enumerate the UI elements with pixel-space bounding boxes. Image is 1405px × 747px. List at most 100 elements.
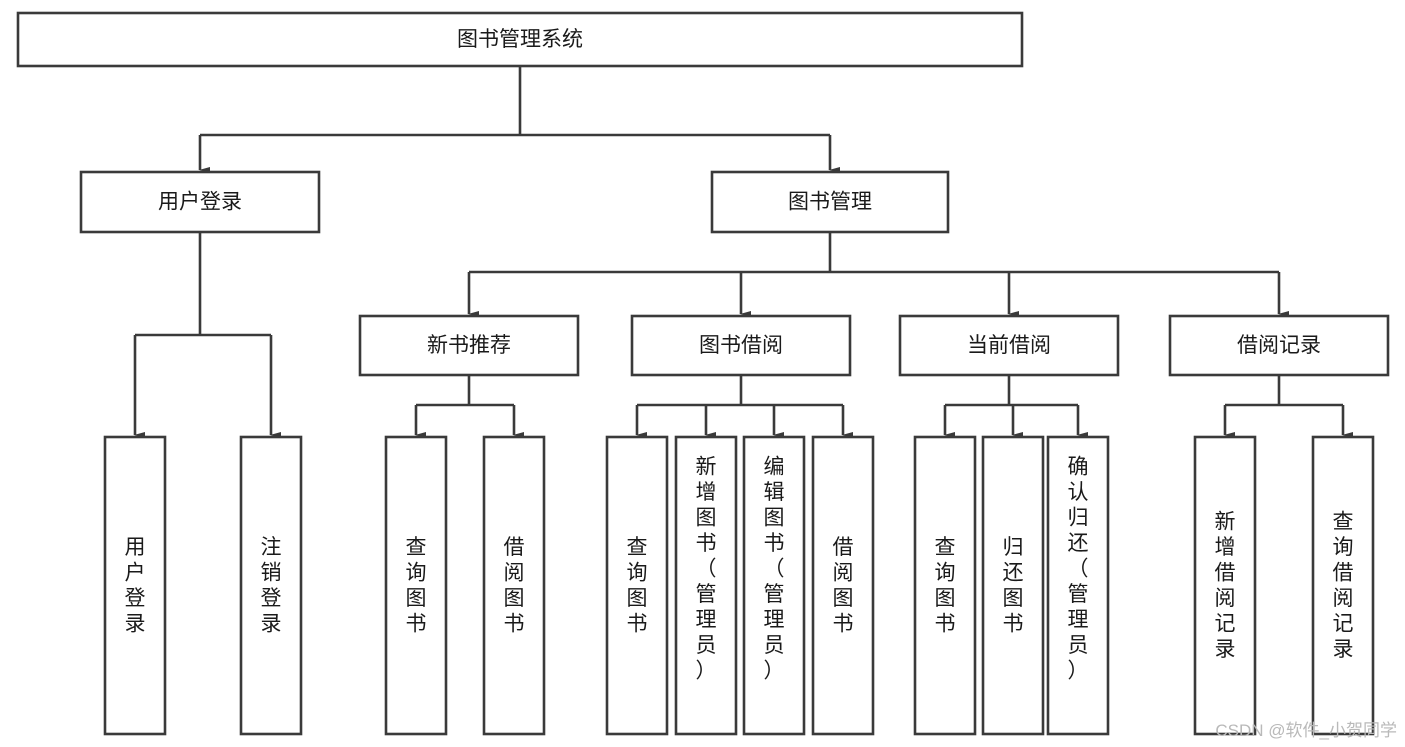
connector-layer xyxy=(133,66,1353,438)
node-box[interactable] xyxy=(358,314,580,377)
node-label-char: ） xyxy=(764,659,785,682)
node-label-char: 借 xyxy=(833,536,854,559)
node-label-char: 记 xyxy=(1333,612,1354,635)
node-label-char: ） xyxy=(1068,659,1089,682)
node-label-char: 询 xyxy=(935,561,956,584)
node-label-char: 注 xyxy=(261,536,282,559)
node-label-char: 管 xyxy=(764,583,785,606)
connector-group-bus-borrow-record xyxy=(1223,375,1353,438)
node-label-char: 记 xyxy=(1215,612,1236,635)
node-box[interactable] xyxy=(1193,435,1257,736)
node-label-char: 书 xyxy=(696,532,717,555)
node-label-char: 增 xyxy=(1215,536,1236,559)
node-box[interactable] xyxy=(811,435,875,736)
node-box[interactable] xyxy=(482,435,546,736)
node-label: 图书管理系统 xyxy=(457,28,583,51)
node-label-char: 图 xyxy=(1003,587,1024,610)
node-label-char: 管 xyxy=(696,583,717,606)
node-label-char: 书 xyxy=(504,612,525,635)
node-layer: 图书管理系统用户登录图书管理新书推荐图书借阅当前借阅借阅记录用户登录注销登录查询… xyxy=(16,11,1390,736)
node-box[interactable] xyxy=(239,435,303,736)
node-box[interactable] xyxy=(981,435,1045,736)
node-label-char: 理 xyxy=(696,608,717,631)
node-label-char: 新 xyxy=(696,455,717,478)
node-label-char: 图 xyxy=(504,587,525,610)
node-label-char: 书 xyxy=(406,612,427,635)
node-box[interactable] xyxy=(1046,435,1110,736)
node-box[interactable] xyxy=(103,435,167,736)
node-label-char: 用 xyxy=(125,536,146,559)
node-label: 图书管理 xyxy=(788,191,872,214)
node-label-char: 编 xyxy=(764,455,785,478)
node-box[interactable] xyxy=(742,435,806,736)
node-label: 当前借阅 xyxy=(967,334,1051,357)
node-label-char: 录 xyxy=(1333,638,1354,661)
node-label-char: 录 xyxy=(1215,638,1236,661)
node-box[interactable] xyxy=(1168,314,1390,377)
node-label-char: 员 xyxy=(1068,634,1089,657)
node-label-char: 查 xyxy=(1333,510,1354,533)
node-label-char: 图 xyxy=(696,506,717,529)
node-label: 借阅记录 xyxy=(1237,334,1321,357)
node-label-char: 借 xyxy=(504,536,525,559)
node-label-char: 理 xyxy=(764,608,785,631)
node-label-char: 书 xyxy=(833,612,854,635)
node-current-borrow[interactable]: 当前借阅 xyxy=(898,314,1120,377)
node-user-login[interactable]: 用户登录 xyxy=(79,170,321,234)
node-label-char: 图 xyxy=(833,587,854,610)
node-box[interactable] xyxy=(898,314,1120,377)
node-label-char: 登 xyxy=(125,587,146,610)
node-box[interactable] xyxy=(1311,435,1375,736)
node-label-char: 员 xyxy=(764,634,785,657)
connector-group-bus-current-borrow xyxy=(943,375,1088,438)
node-label-char: 还 xyxy=(1003,561,1024,584)
node-label-char: 阅 xyxy=(1333,587,1354,610)
node-label-char: 借 xyxy=(1215,561,1236,584)
node-box[interactable] xyxy=(674,435,738,736)
node-label-char: 确 xyxy=(1068,455,1089,478)
connector-group-bus-root xyxy=(198,66,840,173)
node-box[interactable] xyxy=(79,170,321,234)
node-label-char: 查 xyxy=(406,536,427,559)
node-label-char: 归 xyxy=(1068,506,1089,529)
node-root[interactable]: 图书管理系统 xyxy=(16,11,1024,68)
node-label-char: 书 xyxy=(764,532,785,555)
node-box[interactable] xyxy=(384,435,448,736)
node-label-char: 还 xyxy=(1068,532,1089,555)
node-label-char: 询 xyxy=(1333,536,1354,559)
node-label-char: （ xyxy=(1068,557,1089,580)
node-label-char: ） xyxy=(696,659,717,682)
node-label: 用户登录 xyxy=(158,191,242,214)
node-new-book-rec[interactable]: 新书推荐 xyxy=(358,314,580,377)
node-label-char: 图 xyxy=(406,587,427,610)
node-label-char: 书 xyxy=(935,612,956,635)
connector-group-bus-book-borrow xyxy=(635,375,853,438)
node-label-char: 查 xyxy=(627,536,648,559)
node-box[interactable] xyxy=(605,435,669,736)
node-label-char: 理 xyxy=(1068,608,1089,631)
node-label-char: 辑 xyxy=(764,481,785,504)
node-box[interactable] xyxy=(913,435,977,736)
node-borrow-record[interactable]: 借阅记录 xyxy=(1168,314,1390,377)
node-box[interactable] xyxy=(630,314,852,377)
node-book-borrow[interactable]: 图书借阅 xyxy=(630,314,852,377)
node-book-manage[interactable]: 图书管理 xyxy=(710,170,950,234)
node-box[interactable] xyxy=(16,11,1024,68)
connector-group-bus-book-manage xyxy=(467,232,1289,317)
node-label-char: 录 xyxy=(261,612,282,635)
node-leaf-user-login[interactable]: 用户登录 xyxy=(103,435,167,736)
node-box[interactable] xyxy=(710,170,950,234)
